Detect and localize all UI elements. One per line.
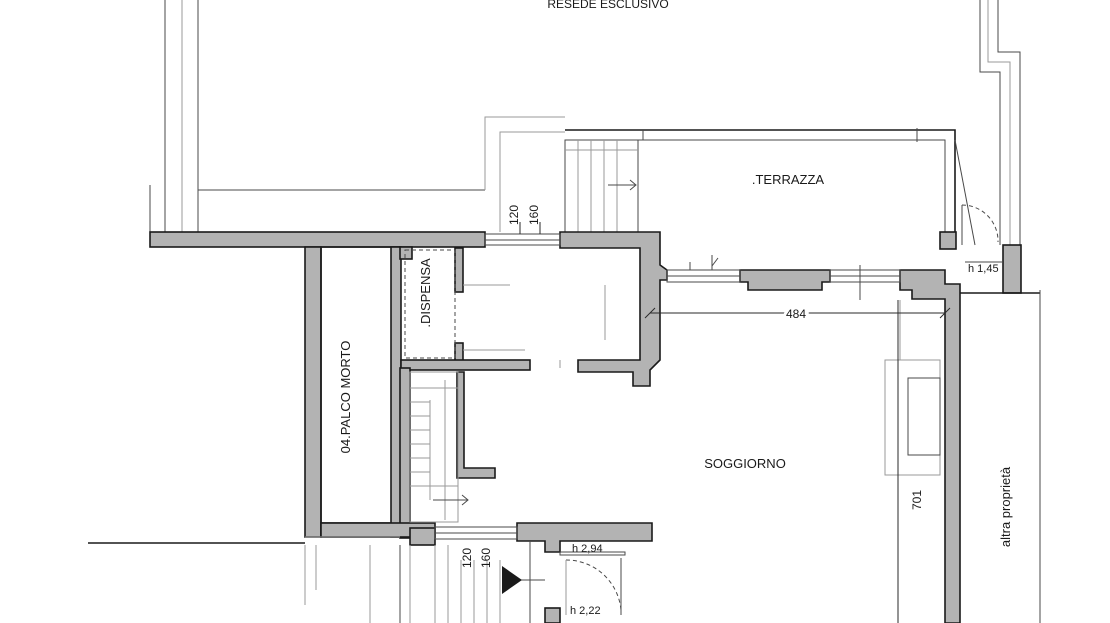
palco-morto-label: 04.PALCO MORTO: [338, 341, 353, 454]
dim-window-bottom-160: 160: [479, 548, 493, 568]
dim-terrace-width: 484: [786, 307, 806, 321]
entrance-arrow-icon: [502, 566, 522, 594]
dispensa-label: .DISPENSA: [418, 258, 433, 328]
terrace: [564, 128, 999, 246]
resede-boundary: [149, 0, 1021, 245]
interior-stair: [409, 371, 469, 523]
walls: [149, 231, 1022, 623]
height-entry-upper: h 2,94: [572, 543, 603, 555]
terrazza-label: .TERRAZZA: [752, 172, 825, 187]
altra-proprieta-label: altra proprietà: [998, 466, 1013, 547]
entrance: [88, 536, 626, 623]
dispensa-area: [404, 249, 606, 368]
fireplace: [884, 300, 941, 476]
dimension-lines: [519, 222, 951, 623]
resede-label: RESEDE ESCLUSIVO: [547, 0, 668, 11]
height-terrace-door: h 1,45: [968, 263, 999, 275]
dim-room-height: 701: [910, 490, 924, 510]
soggiorno-label: SOGGIORNO: [704, 456, 786, 471]
openings: [434, 233, 901, 540]
dim-window-top-160: 160: [527, 205, 541, 225]
dim-window-bottom-120: 120: [460, 548, 474, 568]
dim-window-top-120: 120: [507, 205, 521, 225]
height-entry-lower: h 2,22: [570, 605, 601, 617]
property-boundary: [960, 261, 1041, 623]
